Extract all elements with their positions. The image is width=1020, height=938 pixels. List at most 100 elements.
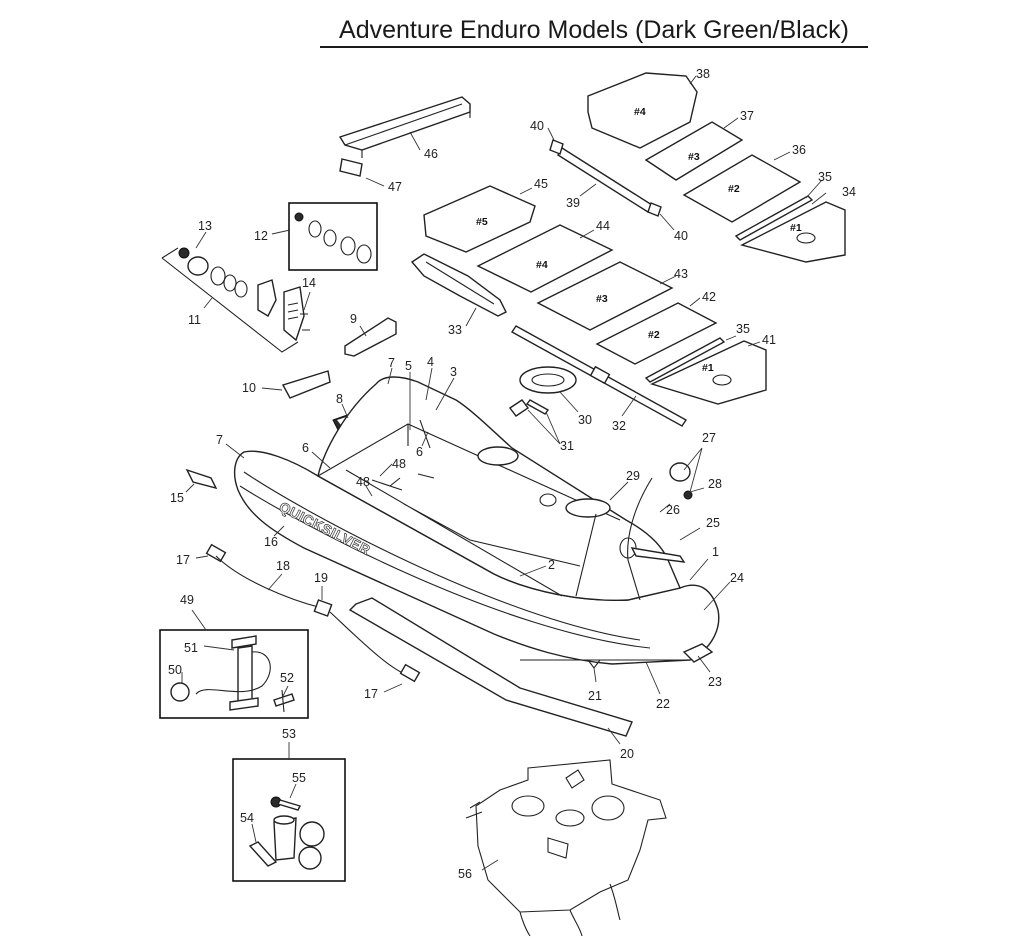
valve-assembly xyxy=(161,247,310,353)
callout-37: 37 xyxy=(740,109,754,123)
callout-35-top: 35 xyxy=(818,170,832,184)
callout-40-bottom: 40 xyxy=(674,229,688,243)
callout-13: 13 xyxy=(198,219,212,233)
callout-54: 54 xyxy=(240,811,254,825)
callout-39: 39 xyxy=(566,196,580,210)
oarlock-31 xyxy=(508,399,550,417)
callout-24: 24 xyxy=(730,571,744,585)
boat-cover-56 xyxy=(465,759,667,937)
callout-20: 20 xyxy=(620,747,634,761)
callout-15: 15 xyxy=(170,491,184,505)
repair-kit xyxy=(248,796,325,870)
oar-shaft xyxy=(510,325,688,427)
callout-38: 38 xyxy=(696,67,710,81)
board-labels: #4 #3 #2 #1 #5 #4 #3 #2 #1 xyxy=(476,106,802,374)
callout-1: 1 xyxy=(712,545,719,559)
callout-2: 2 xyxy=(548,558,555,572)
floorboard-41 xyxy=(650,340,767,405)
callout-25: 25 xyxy=(706,516,720,530)
floorboard-43 xyxy=(536,261,674,331)
stringer-strip-35-lower xyxy=(644,337,726,383)
callout-23: 23 xyxy=(708,675,722,689)
callout-49: 49 xyxy=(180,593,194,607)
callout-51: 51 xyxy=(184,641,198,655)
handle-30 xyxy=(519,366,577,394)
floorboard-37 xyxy=(644,121,744,181)
floorboard-36 xyxy=(682,154,802,223)
callout-31: 31 xyxy=(560,439,574,453)
callout-34: 34 xyxy=(842,185,856,199)
callout-52: 52 xyxy=(280,671,294,685)
callout-17-top: 17 xyxy=(176,553,190,567)
callout-55: 55 xyxy=(292,771,306,785)
grip-15 xyxy=(185,468,218,490)
callout-30: 30 xyxy=(578,413,592,427)
callout-32: 32 xyxy=(612,419,626,433)
callout-28: 28 xyxy=(708,477,722,491)
floorboard-44 xyxy=(476,224,614,293)
callout-6-left: 6 xyxy=(302,441,309,455)
board-label-45: #5 xyxy=(476,216,488,228)
callout-26: 26 xyxy=(666,503,680,517)
callout-48-left: 48 xyxy=(356,475,370,489)
board-label-41: #1 xyxy=(702,362,714,374)
callouts: 1 2 3 4 5 6 6 7 7 8 9 10 11 12 13 14 15 … xyxy=(168,67,856,881)
board-label-43: #3 xyxy=(596,293,608,305)
callout-36: 36 xyxy=(792,143,806,157)
bracket-10 xyxy=(281,370,331,399)
keel-strip-20 xyxy=(348,597,633,737)
callout-35-bottom: 35 xyxy=(736,322,750,336)
port-cover-9 xyxy=(344,317,397,357)
bow-line-17-18 xyxy=(205,543,421,683)
callout-22: 22 xyxy=(656,697,670,711)
floorboard-34 xyxy=(740,201,846,263)
pump-kit xyxy=(170,635,295,713)
callout-44: 44 xyxy=(596,219,610,233)
callout-7-left: 7 xyxy=(216,433,223,447)
floorboard-38 xyxy=(587,72,698,149)
board-label-42: #2 xyxy=(648,329,660,341)
callout-19: 19 xyxy=(314,571,328,585)
callout-11: 11 xyxy=(188,313,201,327)
pump-kit-box xyxy=(159,629,309,719)
callout-4: 4 xyxy=(427,355,434,369)
boat-hull: QUICKSILVER xyxy=(233,376,720,669)
callout-40-top: 40 xyxy=(530,119,544,133)
callout-50: 50 xyxy=(168,663,182,677)
callout-3: 3 xyxy=(450,365,457,379)
callout-27: 27 xyxy=(702,431,716,445)
callout-21: 21 xyxy=(588,689,602,703)
leader-lines xyxy=(181,75,827,871)
callout-45: 45 xyxy=(534,177,548,191)
floorboard-42 xyxy=(595,302,718,365)
callout-53: 53 xyxy=(282,727,296,741)
stringer-strip-35-upper xyxy=(734,195,814,241)
callout-9: 9 xyxy=(350,312,357,326)
callout-47: 47 xyxy=(388,180,402,194)
callout-17-bottom: 17 xyxy=(364,687,378,701)
diagram-title: Adventure Enduro Models (Dark Green/Blac… xyxy=(320,14,868,48)
board-label-44: #4 xyxy=(536,259,548,271)
board-label-38: #4 xyxy=(634,106,646,118)
rod-end-cap-bottom xyxy=(647,202,662,217)
callout-8: 8 xyxy=(336,392,343,406)
callout-5: 5 xyxy=(405,359,412,373)
oring-kit-box xyxy=(288,202,378,271)
callout-41: 41 xyxy=(762,333,776,347)
callout-16: 16 xyxy=(264,535,278,549)
callout-10: 10 xyxy=(242,381,256,395)
callout-46: 46 xyxy=(424,147,438,161)
callout-18: 18 xyxy=(276,559,290,573)
callout-6-right: 6 xyxy=(416,445,423,459)
callout-33: 33 xyxy=(448,323,462,337)
board-label-37: #3 xyxy=(688,151,700,163)
callout-48-right: 48 xyxy=(392,457,406,471)
callout-14: 14 xyxy=(302,276,316,290)
seat-clip xyxy=(339,158,363,177)
callout-12: 12 xyxy=(254,229,268,243)
board-label-36: #2 xyxy=(728,183,740,195)
board-label-34: #1 xyxy=(790,222,802,234)
callout-43: 43 xyxy=(674,267,688,281)
oring-set xyxy=(294,212,372,264)
